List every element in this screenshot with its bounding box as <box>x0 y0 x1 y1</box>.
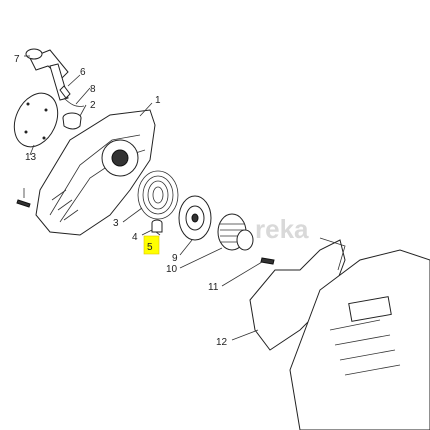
watermark-text: reka <box>255 214 309 244</box>
rewind-spring-part[interactable] <box>137 170 179 220</box>
guard-plate-part[interactable] <box>249 237 346 351</box>
callout-5: 5 <box>147 242 153 253</box>
callout-labels: 7 6 8 2 1 13 3 4 5 9 10 11 12 <box>14 54 228 348</box>
callout-9: 9 <box>172 253 178 264</box>
callout-12: 12 <box>216 337 228 348</box>
callout-4: 4 <box>132 232 138 243</box>
engine-block-part[interactable] <box>289 249 430 430</box>
rope-rotor-part[interactable] <box>178 195 212 241</box>
screw-part-4[interactable] <box>151 219 163 233</box>
starter-grip-part[interactable] <box>25 48 69 101</box>
callout-1: 1 <box>155 95 161 106</box>
callout-2: 2 <box>90 100 96 111</box>
screw-part-11[interactable] <box>260 257 275 265</box>
screw-part-14[interactable] <box>16 199 31 208</box>
pawl-spring-part[interactable] <box>217 213 254 251</box>
callout-13: 13 <box>25 152 37 163</box>
callout-7: 7 <box>14 54 20 65</box>
cover-disc-part[interactable] <box>6 86 66 154</box>
screw-part-6[interactable] <box>59 85 71 99</box>
starter-rope-part[interactable] <box>63 97 85 107</box>
callout-8: 8 <box>90 84 96 95</box>
callout-10: 10 <box>166 264 178 275</box>
leader-lines <box>23 55 263 341</box>
fan-housing-part[interactable] <box>35 109 156 236</box>
callout-5-highlight <box>143 235 160 255</box>
callout-11: 11 <box>208 282 219 293</box>
callout-6: 6 <box>80 67 86 78</box>
callout-3: 3 <box>113 218 119 229</box>
grommet-part[interactable] <box>62 112 82 130</box>
